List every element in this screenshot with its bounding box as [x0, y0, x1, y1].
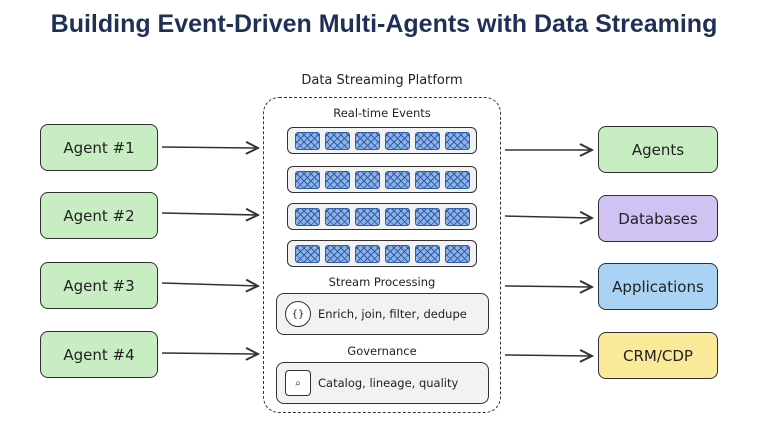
event-icon — [444, 244, 470, 263]
event-icon — [414, 131, 440, 150]
agent-box-3: Agent #3 — [40, 262, 158, 309]
event-icon — [354, 131, 380, 150]
agent-box-2: Agent #2 — [40, 192, 158, 239]
governance-label: Governance — [347, 344, 417, 358]
platform-title: Data Streaming Platform — [301, 73, 463, 88]
event-icon — [324, 170, 350, 189]
event-icon — [354, 207, 380, 226]
arrow-agent2 — [161, 213, 258, 215]
events-label: Real-time Events — [333, 106, 431, 120]
event-icon — [444, 207, 470, 226]
event-stream-row — [287, 203, 477, 230]
output-box-crm-cdp: CRM/CDP — [598, 332, 718, 379]
governance-text: Catalog, lineage, quality — [318, 376, 459, 390]
arrow-agent4 — [161, 353, 258, 354]
data-streaming-platform — [263, 97, 501, 413]
arrow-out3 — [504, 286, 592, 287]
event-icon — [324, 207, 350, 226]
event-stream-row — [287, 127, 477, 154]
event-icon — [294, 131, 320, 150]
event-icon — [294, 244, 320, 263]
event-stream-row — [287, 240, 477, 267]
stream-processing-label: Stream Processing — [328, 275, 436, 289]
event-icon — [294, 170, 320, 189]
page-title: Building Event-Driven Multi-Agents with … — [50, 10, 718, 38]
magnifier-icon: ⌕ — [285, 370, 311, 396]
output-box-applications: Applications — [598, 263, 718, 310]
event-icon — [294, 207, 320, 226]
braces-gear-icon: {} — [285, 301, 311, 327]
event-icon — [384, 244, 410, 263]
event-icon — [354, 170, 380, 189]
event-icon — [384, 207, 410, 226]
governance-panel: ⌕ Catalog, lineage, quality — [276, 362, 489, 404]
event-icon — [414, 244, 440, 263]
agent-box-1: Agent #1 — [40, 124, 158, 171]
stream-processing-panel: {} Enrich, join, filter, dedupe — [276, 293, 489, 335]
arrow-out4 — [504, 355, 592, 356]
event-icon — [444, 131, 470, 150]
event-icon — [324, 131, 350, 150]
event-icon — [444, 170, 470, 189]
arrow-out2 — [504, 216, 592, 218]
event-icon — [414, 207, 440, 226]
event-stream-row — [287, 166, 477, 193]
agent-box-4: Agent #4 — [40, 331, 158, 378]
event-icon — [324, 244, 350, 263]
arrow-agent1 — [161, 147, 258, 148]
output-box-databases: Databases — [598, 195, 718, 242]
arrow-agent3 — [161, 283, 258, 286]
stream-processing-text: Enrich, join, filter, dedupe — [318, 307, 467, 321]
output-box-agents: Agents — [598, 126, 718, 173]
event-icon — [384, 170, 410, 189]
event-icon — [384, 131, 410, 150]
event-icon — [414, 170, 440, 189]
event-icon — [354, 244, 380, 263]
